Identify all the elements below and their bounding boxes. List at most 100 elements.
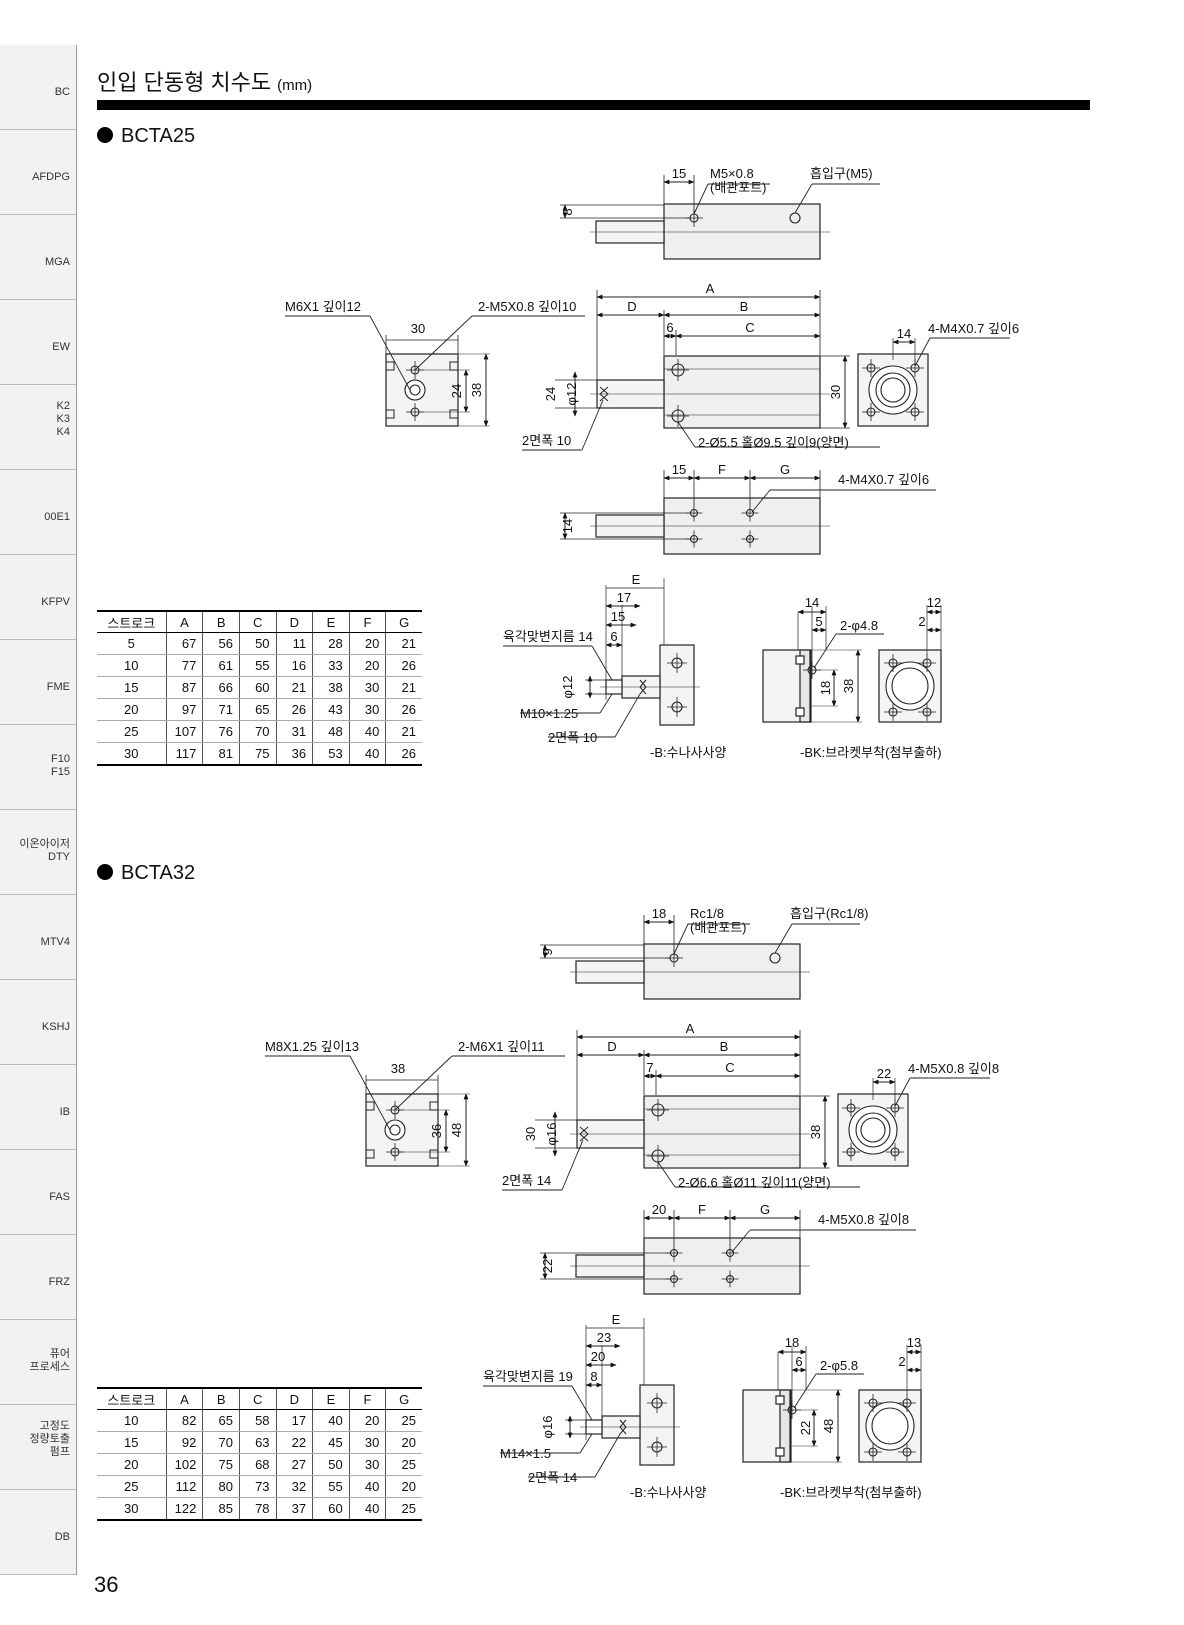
table-cell: 22 [275, 1431, 313, 1454]
side-tab-00e1[interactable]: 00E1 [0, 470, 76, 555]
dimension-label: 2 [898, 1354, 905, 1369]
side-tab-afdpg[interactable]: AFDPG [0, 130, 76, 215]
drawing-circle [651, 1441, 663, 1453]
drawing-line [794, 183, 813, 214]
table-cell: 56 [202, 632, 240, 655]
drawing-circle [846, 1103, 856, 1113]
drawing-circle [871, 1407, 909, 1445]
dimension-label: 13 [907, 1335, 921, 1350]
table-cell: 58 [238, 1409, 277, 1432]
mount-tap-label: M6X1 깊이12 [285, 299, 361, 314]
thread-label: M14×1.5 [500, 1446, 551, 1461]
drawing-line [581, 399, 604, 451]
dimension-label: F [698, 1202, 706, 1217]
drawing-line [369, 315, 411, 391]
side-tab-dosing-pump[interactable]: 고정도 정량토출 펌프 [0, 1405, 76, 1490]
dimension-label: 6 [666, 320, 673, 335]
dimension-label: E [632, 572, 641, 587]
table-cell: 30 [348, 1431, 386, 1454]
drawing-line [813, 633, 837, 669]
table-cell: 10 [97, 654, 167, 677]
table-cell: 92 [165, 1431, 203, 1454]
table-cell: 21 [385, 720, 422, 743]
drawing-line [657, 1161, 676, 1188]
side-tab-ew[interactable]: EW [0, 300, 76, 385]
side-tab-frz[interactable]: FRZ [0, 1235, 76, 1320]
table-cell: 65 [202, 1409, 240, 1432]
dimension-label: 18 [652, 906, 666, 921]
side-tab-fme[interactable]: FME [0, 640, 76, 725]
table-cell: 30 [348, 1453, 386, 1476]
table-cell: 70 [238, 720, 277, 743]
drawing-notch [366, 1101, 438, 1159]
bottom-tap-label: 4-M5X0.8 깊이8 [818, 1212, 909, 1227]
dimension-label: 18 [818, 681, 833, 695]
table-cell: 25 [385, 1497, 422, 1520]
table-cell: 77 [165, 654, 203, 677]
drawing-circle [410, 365, 420, 375]
intake-label: 흡입구(Rc1/8) [790, 906, 869, 921]
table-cell: 40 [312, 1409, 350, 1432]
table-cell: 36 [275, 742, 313, 765]
side-tap-label: 2-M5X0.8 깊이10 [478, 299, 576, 314]
table-cell: 21 [385, 676, 422, 699]
drawing-circle [868, 1447, 878, 1457]
side-tab-bc[interactable]: BC [0, 45, 76, 130]
wrench-flat [599, 386, 609, 402]
side-tab-k2k3k4[interactable]: K2 K3 K4 [0, 385, 76, 470]
table-cell: 20 [348, 654, 386, 677]
side-tab-mga[interactable]: MGA [0, 215, 76, 300]
hex-label: 육각맞변지름 19 [483, 1369, 573, 1384]
table-cell: 25 [97, 720, 167, 743]
dimension-label: φ16 [540, 1416, 555, 1439]
drawing-circle [902, 1398, 912, 1408]
table-cell: 40 [348, 1475, 386, 1498]
drawing-circle [902, 1447, 912, 1457]
side-tab-ib[interactable]: IB [0, 1065, 76, 1150]
side-tab-kfpv[interactable]: KFPV [0, 555, 76, 640]
option-b-label: -B:수나사사양 [650, 745, 726, 760]
side-tab-dty[interactable]: 이온아이저 DTY [0, 810, 76, 895]
hex-label: 육각맞변지름 14 [503, 629, 593, 644]
table-cell: 63 [238, 1431, 277, 1454]
drawing-line [599, 693, 613, 714]
table-cell: 27 [275, 1453, 313, 1476]
side-tab-db[interactable]: DB [0, 1490, 76, 1575]
rear-tap-label: 4-M5X0.8 깊이8 [908, 1061, 999, 1076]
table-header-cell: A [165, 1388, 203, 1410]
drawing-circle [910, 363, 920, 373]
side-tab-mtv4[interactable]: MTV4 [0, 895, 76, 980]
dimension-label: 2 [918, 614, 925, 629]
table-cell: 71 [202, 698, 240, 721]
table-cell: 20 [348, 1409, 386, 1432]
side-tab-f10f15[interactable]: F10 F15 [0, 725, 76, 810]
table-cell: 10 [97, 1409, 167, 1432]
drawing-line [571, 1385, 593, 1421]
table-cell: 26 [385, 742, 422, 765]
drawing-line [414, 315, 473, 371]
table-cell: 85 [202, 1497, 240, 1520]
side-tab-kshj[interactable]: KSHJ [0, 980, 76, 1065]
table-header-cell: C [238, 1388, 277, 1410]
table-header-cell: 스트로크 [97, 1388, 167, 1410]
dimension-label: 38 [808, 1125, 823, 1139]
drawing-circle [846, 1147, 856, 1157]
side-tap-label: 2-M6X1 깊이11 [458, 1039, 545, 1054]
side-tab-fas[interactable]: FAS [0, 1150, 76, 1235]
drawing-line [677, 421, 696, 448]
bullet-icon [97, 127, 113, 143]
drawing-line [594, 1433, 621, 1478]
drawing-line [673, 923, 689, 955]
table-cell: 60 [238, 676, 277, 699]
dimension-label: B [720, 1039, 729, 1054]
table-cell: 15 [97, 1431, 167, 1454]
side-tab-pure-process[interactable]: 퓨어 프로세스 [0, 1320, 76, 1405]
table-cell: 82 [165, 1409, 203, 1432]
